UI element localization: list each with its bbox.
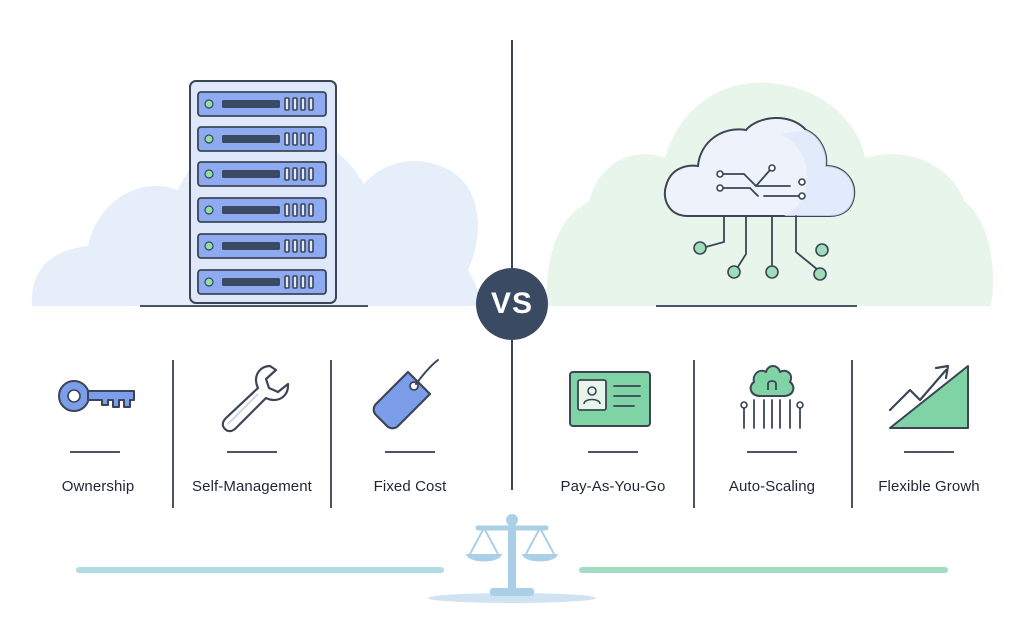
feature-label-auto-scaling: Auto-Scaling xyxy=(728,478,816,495)
wrench-icon xyxy=(221,364,290,433)
balance-scale-icon xyxy=(428,514,596,603)
feature-separator xyxy=(851,360,853,508)
feature-label-pay-as-you-go: Pay-As-You-Go xyxy=(560,478,666,495)
left-balance-bar xyxy=(76,567,444,573)
chip-tree-icon xyxy=(740,365,804,429)
id-card-icon xyxy=(569,371,651,427)
feature-label-self-management: Self-Management xyxy=(192,478,312,495)
feature-underline xyxy=(70,451,120,453)
feature-underline xyxy=(385,451,435,453)
server-rack-icon xyxy=(189,80,337,304)
left-illustration-baseline xyxy=(140,305,368,307)
feature-label-flexible-growth: Flexible Growh xyxy=(878,478,980,495)
growth-chart-icon xyxy=(888,364,969,429)
feature-underline xyxy=(227,451,277,453)
feature-underline xyxy=(588,451,638,453)
center-divider-bottom xyxy=(511,340,513,490)
feature-separator xyxy=(693,360,695,508)
right-balance-bar xyxy=(579,567,948,573)
feature-underline xyxy=(747,451,797,453)
feature-separator xyxy=(172,360,174,508)
feature-label-ownership: Ownership xyxy=(61,478,135,495)
vs-label: VS xyxy=(490,287,534,320)
feature-underline xyxy=(904,451,954,453)
cloud-network-icon xyxy=(663,116,856,281)
feature-label-fixed-cost: Fixed Cost xyxy=(373,478,447,495)
vs-badge: VS xyxy=(476,268,548,340)
price-tag-icon xyxy=(372,359,439,430)
feature-separator xyxy=(330,360,332,508)
right-illustration-baseline xyxy=(656,305,857,307)
key-icon xyxy=(58,380,135,412)
center-divider-top xyxy=(511,40,513,268)
